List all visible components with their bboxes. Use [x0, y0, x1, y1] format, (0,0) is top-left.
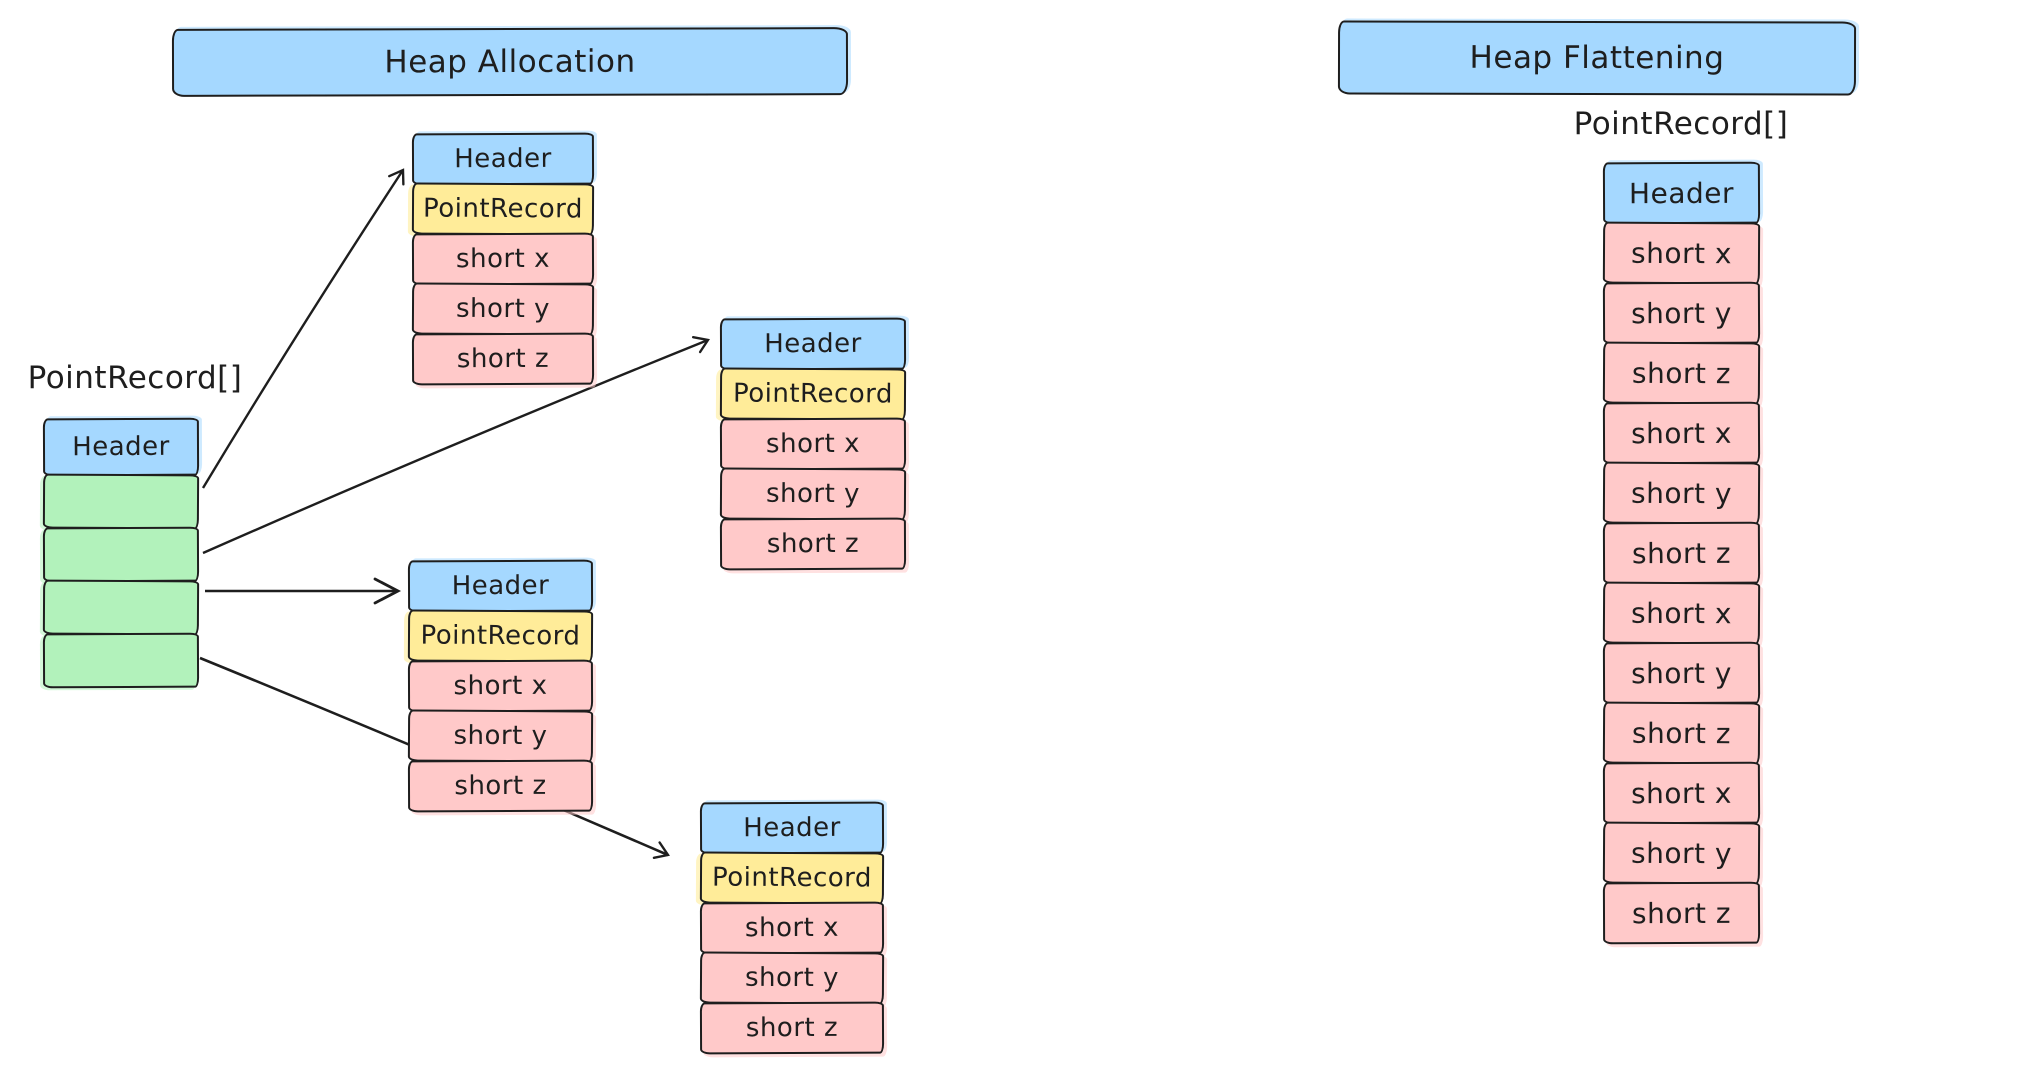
array-header-cell: Header — [1602, 161, 1761, 225]
field-short-y-cell: short y — [411, 282, 595, 336]
arrow-slot2-to-object2 — [202, 335, 710, 555]
object-type-cell: PointRecord — [411, 182, 595, 236]
field-short-z-cell: short z — [1602, 341, 1761, 405]
field-short-x-cell: short x — [407, 659, 594, 713]
field-short-z-cell: short z — [699, 1001, 885, 1055]
field-short-x-cell: short x — [411, 232, 595, 286]
flattened-array-type-label: PointRecord[] — [1573, 106, 1789, 142]
field-short-y-cell: short y — [407, 709, 594, 763]
array-pointer-slot-4 — [42, 632, 200, 689]
object-type-cell: PointRecord — [719, 367, 907, 421]
array-pointer-slot-1 — [42, 473, 200, 530]
field-short-z-cell: short z — [1602, 521, 1761, 585]
field-short-x-cell: short x — [699, 901, 885, 955]
field-short-y-cell: short y — [1602, 461, 1761, 525]
field-short-x-cell: short x — [719, 417, 907, 471]
object-header-cell: Header — [411, 132, 595, 186]
heap-object-3: Header PointRecord short x short y short… — [407, 559, 594, 813]
object-type-cell: PointRecord — [407, 609, 594, 663]
object-type-cell: PointRecord — [699, 851, 885, 905]
heap-object-4: Header PointRecord short x short y short… — [699, 801, 885, 1055]
heap-allocation-title: Heap Allocation — [171, 27, 849, 97]
field-short-z-cell: short z — [1602, 881, 1761, 945]
field-short-x-cell: short x — [1602, 221, 1761, 285]
heap-object-1: Header PointRecord short x short y short… — [411, 132, 595, 386]
object-header-cell: Header — [407, 559, 594, 613]
field-short-x-cell: short x — [1602, 761, 1761, 825]
field-short-z-cell: short z — [407, 759, 594, 813]
field-short-z-cell: short z — [1602, 701, 1761, 765]
field-short-y-cell: short y — [699, 951, 885, 1005]
field-short-y-cell: short y — [719, 467, 907, 521]
field-short-x-cell: short x — [1602, 401, 1761, 465]
field-short-y-cell: short y — [1602, 821, 1761, 885]
field-short-z-cell: short z — [411, 332, 595, 386]
pointer-array: Header — [42, 417, 200, 689]
arrow-slot1-to-object1 — [201, 168, 405, 489]
object-header-cell: Header — [719, 317, 907, 371]
pointer-array-type-label: PointRecord[] — [27, 360, 243, 396]
heap-flattening-title: Heap Flattening — [1337, 20, 1857, 96]
array-pointer-slot-2 — [42, 526, 200, 583]
field-short-z-cell: short z — [719, 517, 907, 571]
field-short-x-cell: short x — [1602, 581, 1761, 645]
array-pointer-slot-3 — [42, 579, 200, 636]
field-short-y-cell: short y — [1602, 641, 1761, 705]
object-header-cell: Header — [699, 801, 885, 855]
array-header-cell: Header — [42, 417, 200, 477]
heap-object-2: Header PointRecord short x short y short… — [719, 317, 907, 571]
flattened-array: Header short x short y short z short x s… — [1602, 161, 1761, 945]
field-short-y-cell: short y — [1602, 281, 1761, 345]
